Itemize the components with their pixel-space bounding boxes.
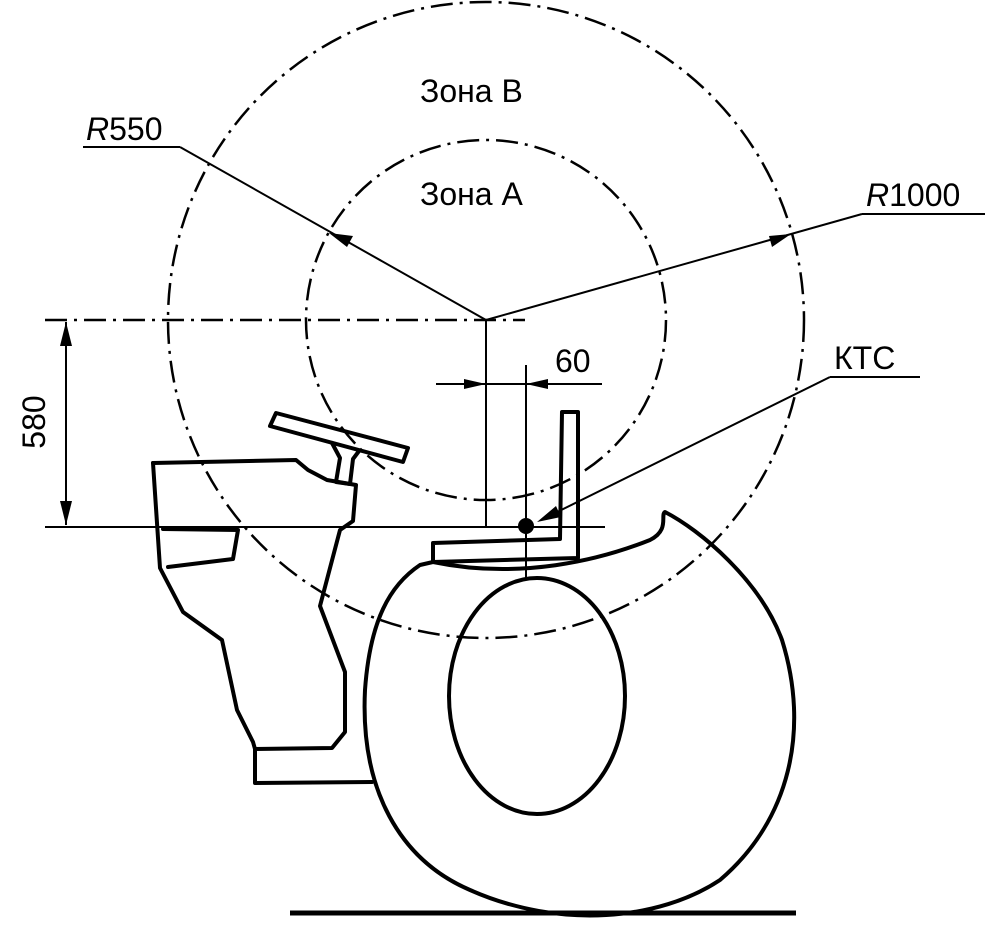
ktc-arrow <box>537 506 561 522</box>
ktc-leader <box>540 376 831 521</box>
r550-arrow <box>329 233 353 247</box>
rear-fender <box>362 510 797 918</box>
dim-580-arrow-bottom <box>60 501 72 525</box>
wheel-rim <box>447 576 627 816</box>
ktc-label: КТС <box>834 340 895 376</box>
front-console <box>151 458 374 785</box>
dim-60-arrow-right <box>526 379 548 389</box>
zone-a-label: Зона A <box>420 176 523 212</box>
dim-60-arrow-left <box>464 379 486 389</box>
r1000-leader <box>485 213 863 321</box>
ktc-point <box>518 518 534 534</box>
console-lower <box>151 461 257 751</box>
dim-580-label: 580 <box>16 395 52 448</box>
console-panel <box>161 527 240 569</box>
dim-580-arrow-top <box>60 322 72 346</box>
r1000-label: R1000 <box>866 177 960 213</box>
dim-60-label: 60 <box>555 343 591 379</box>
zone-b-circle <box>166 0 806 640</box>
zone-b-label: Зона B <box>420 73 523 109</box>
r1000-arrow <box>769 234 791 247</box>
r550-label: R550 <box>86 111 163 147</box>
